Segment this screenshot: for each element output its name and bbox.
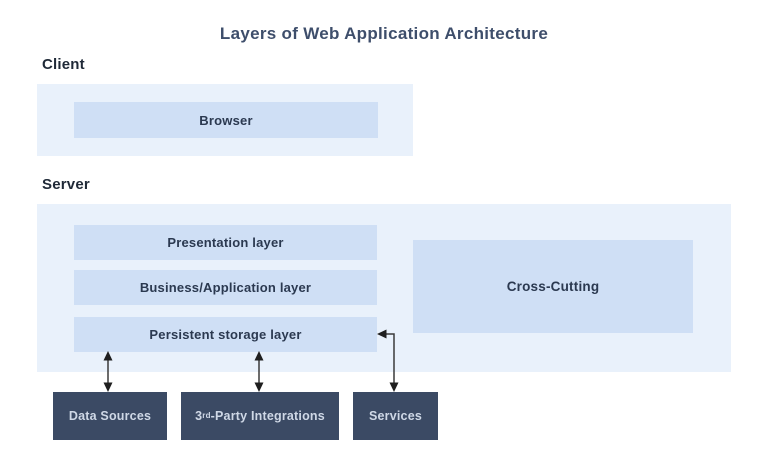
- services-box: Services: [353, 392, 438, 440]
- data-sources-box: Data Sources: [53, 392, 167, 440]
- server-container: Presentation layer Business/Application …: [37, 204, 731, 372]
- business-application-layer-box: Business/Application layer: [74, 270, 377, 305]
- persistent-storage-layer-box: Persistent storage layer: [74, 317, 377, 352]
- client-container: Browser: [37, 84, 413, 156]
- client-section-label: Client: [42, 56, 85, 73]
- presentation-layer-box: Presentation layer: [74, 225, 377, 260]
- browser-box: Browser: [74, 102, 378, 138]
- cross-cutting-box: Cross-Cutting: [413, 240, 693, 333]
- third-party-rest: -Party Integrations: [210, 409, 325, 423]
- diagram-title: Layers of Web Application Architecture: [219, 24, 549, 43]
- third-party-prefix: 3: [195, 409, 203, 423]
- server-section-label: Server: [42, 176, 90, 193]
